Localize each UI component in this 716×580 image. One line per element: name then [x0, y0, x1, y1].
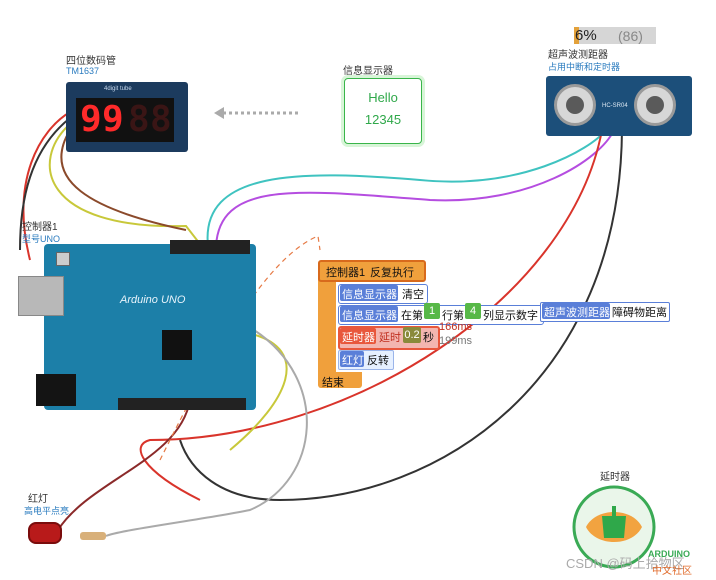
delay-value-input[interactable]: 0.2 — [403, 327, 421, 343]
seg-digit: 9 — [80, 99, 102, 140]
seg-window — [76, 98, 174, 142]
header-pins — [170, 240, 250, 254]
led-target-pill — [340, 351, 364, 367]
seg-title: 四位数码管 — [66, 56, 116, 67]
col-number-input[interactable]: 4 — [465, 303, 481, 319]
transducer-icon — [554, 84, 596, 126]
show-target-pill — [340, 306, 398, 322]
row-number-input[interactable]: 1 — [424, 303, 440, 319]
header-pins — [118, 398, 246, 410]
watermark: CSDN @码上拾物区 — [566, 556, 685, 571]
wire-red — [22, 111, 71, 261]
usb-port-icon — [18, 276, 64, 316]
wire-yellow-seg — [48, 123, 201, 245]
timing-2: 199ms — [439, 335, 473, 347]
sensor-prop: 障碍物距离 — [612, 307, 667, 319]
seg-digit: 8 — [150, 99, 172, 140]
reset-button[interactable] — [56, 252, 70, 266]
wire-dashed — [159, 235, 321, 461]
mcu-chip — [162, 330, 192, 360]
progress-percent: 6% — [575, 27, 597, 44]
info-display[interactable] — [344, 78, 422, 144]
led-action: 反转 — [367, 355, 389, 367]
ultrasonic-chip-label: HC-SR04 — [602, 103, 628, 109]
loop-header-a: 控制器1 — [326, 267, 366, 279]
controller-title: 控制器1 — [22, 222, 58, 233]
show-target: 信息显示器 — [342, 310, 397, 322]
delay-target-pill — [340, 328, 376, 344]
logo-sub: 中文社区 — [652, 566, 692, 577]
progress-bar — [574, 27, 656, 44]
seg-subtitle: TM1637 — [66, 66, 100, 76]
loop-block-header[interactable] — [318, 260, 426, 282]
delay-target: 延时器 — [342, 332, 375, 344]
wire-dark-us — [179, 129, 623, 502]
seg-digit: 9 — [102, 99, 124, 140]
arduino-logo-text: Arduino UNO — [120, 294, 186, 306]
loop-header-b: 反复执行 — [370, 267, 414, 279]
ultrasonic-title: 超声波测距器 — [548, 50, 608, 61]
controller-subtitle: 型号UNO — [22, 234, 60, 244]
end-label: 结束 — [322, 377, 344, 389]
delay-sprite-title: 延时器 — [600, 472, 630, 483]
delay-action: 延时 — [379, 332, 401, 344]
delay-unit: 秒 — [423, 332, 434, 344]
show-row-label: 行第 — [442, 310, 464, 322]
clear-target-pill — [340, 285, 398, 301]
show-col-label: 列显示数字 — [483, 310, 538, 322]
arduino-board[interactable] — [44, 244, 256, 410]
wire-red-us — [139, 129, 603, 501]
wire-red-led — [57, 399, 191, 531]
sensor-pill — [542, 303, 610, 319]
progress-fill — [574, 27, 579, 44]
seg-digit: 8 — [128, 99, 150, 140]
show-at: 在第 — [401, 310, 423, 322]
clear-action: 清空 — [402, 289, 424, 301]
delay-timer-icon[interactable] — [566, 482, 662, 572]
led-target: 红灯 — [342, 355, 364, 367]
clear-target: 信息显示器 — [342, 289, 397, 301]
led-title: 红灯 — [28, 494, 48, 505]
wire-dark — [19, 117, 71, 251]
lcd-title: 信息显示器 — [343, 66, 393, 77]
logo-text: ARDUINO — [648, 549, 690, 559]
timing-1: 166ms — [439, 321, 473, 333]
wire-magenta — [215, 129, 615, 247]
loop-block-spine — [318, 278, 336, 374]
lcd-line-1: Hello — [368, 90, 398, 105]
arrow-head — [214, 107, 224, 119]
wire-cyan — [206, 129, 607, 247]
wire-gray-led — [105, 329, 308, 537]
led-subtitle: 高电平点亮 — [24, 506, 70, 516]
ultrasonic-subtitle: 占用中断和定时器 — [548, 62, 621, 72]
transducer-icon — [634, 84, 676, 126]
progress-count: (86) — [618, 28, 643, 44]
red-led-icon[interactable] — [28, 522, 62, 544]
loop-block-end — [318, 372, 362, 388]
wire-brown — [60, 129, 187, 231]
resistor-icon — [80, 532, 106, 540]
seg-header: 4digit tube — [104, 86, 132, 92]
sensor-name: 超声波测距器 — [544, 307, 610, 319]
lcd-line-2: 12345 — [364, 112, 402, 127]
power-jack-icon — [36, 374, 76, 406]
